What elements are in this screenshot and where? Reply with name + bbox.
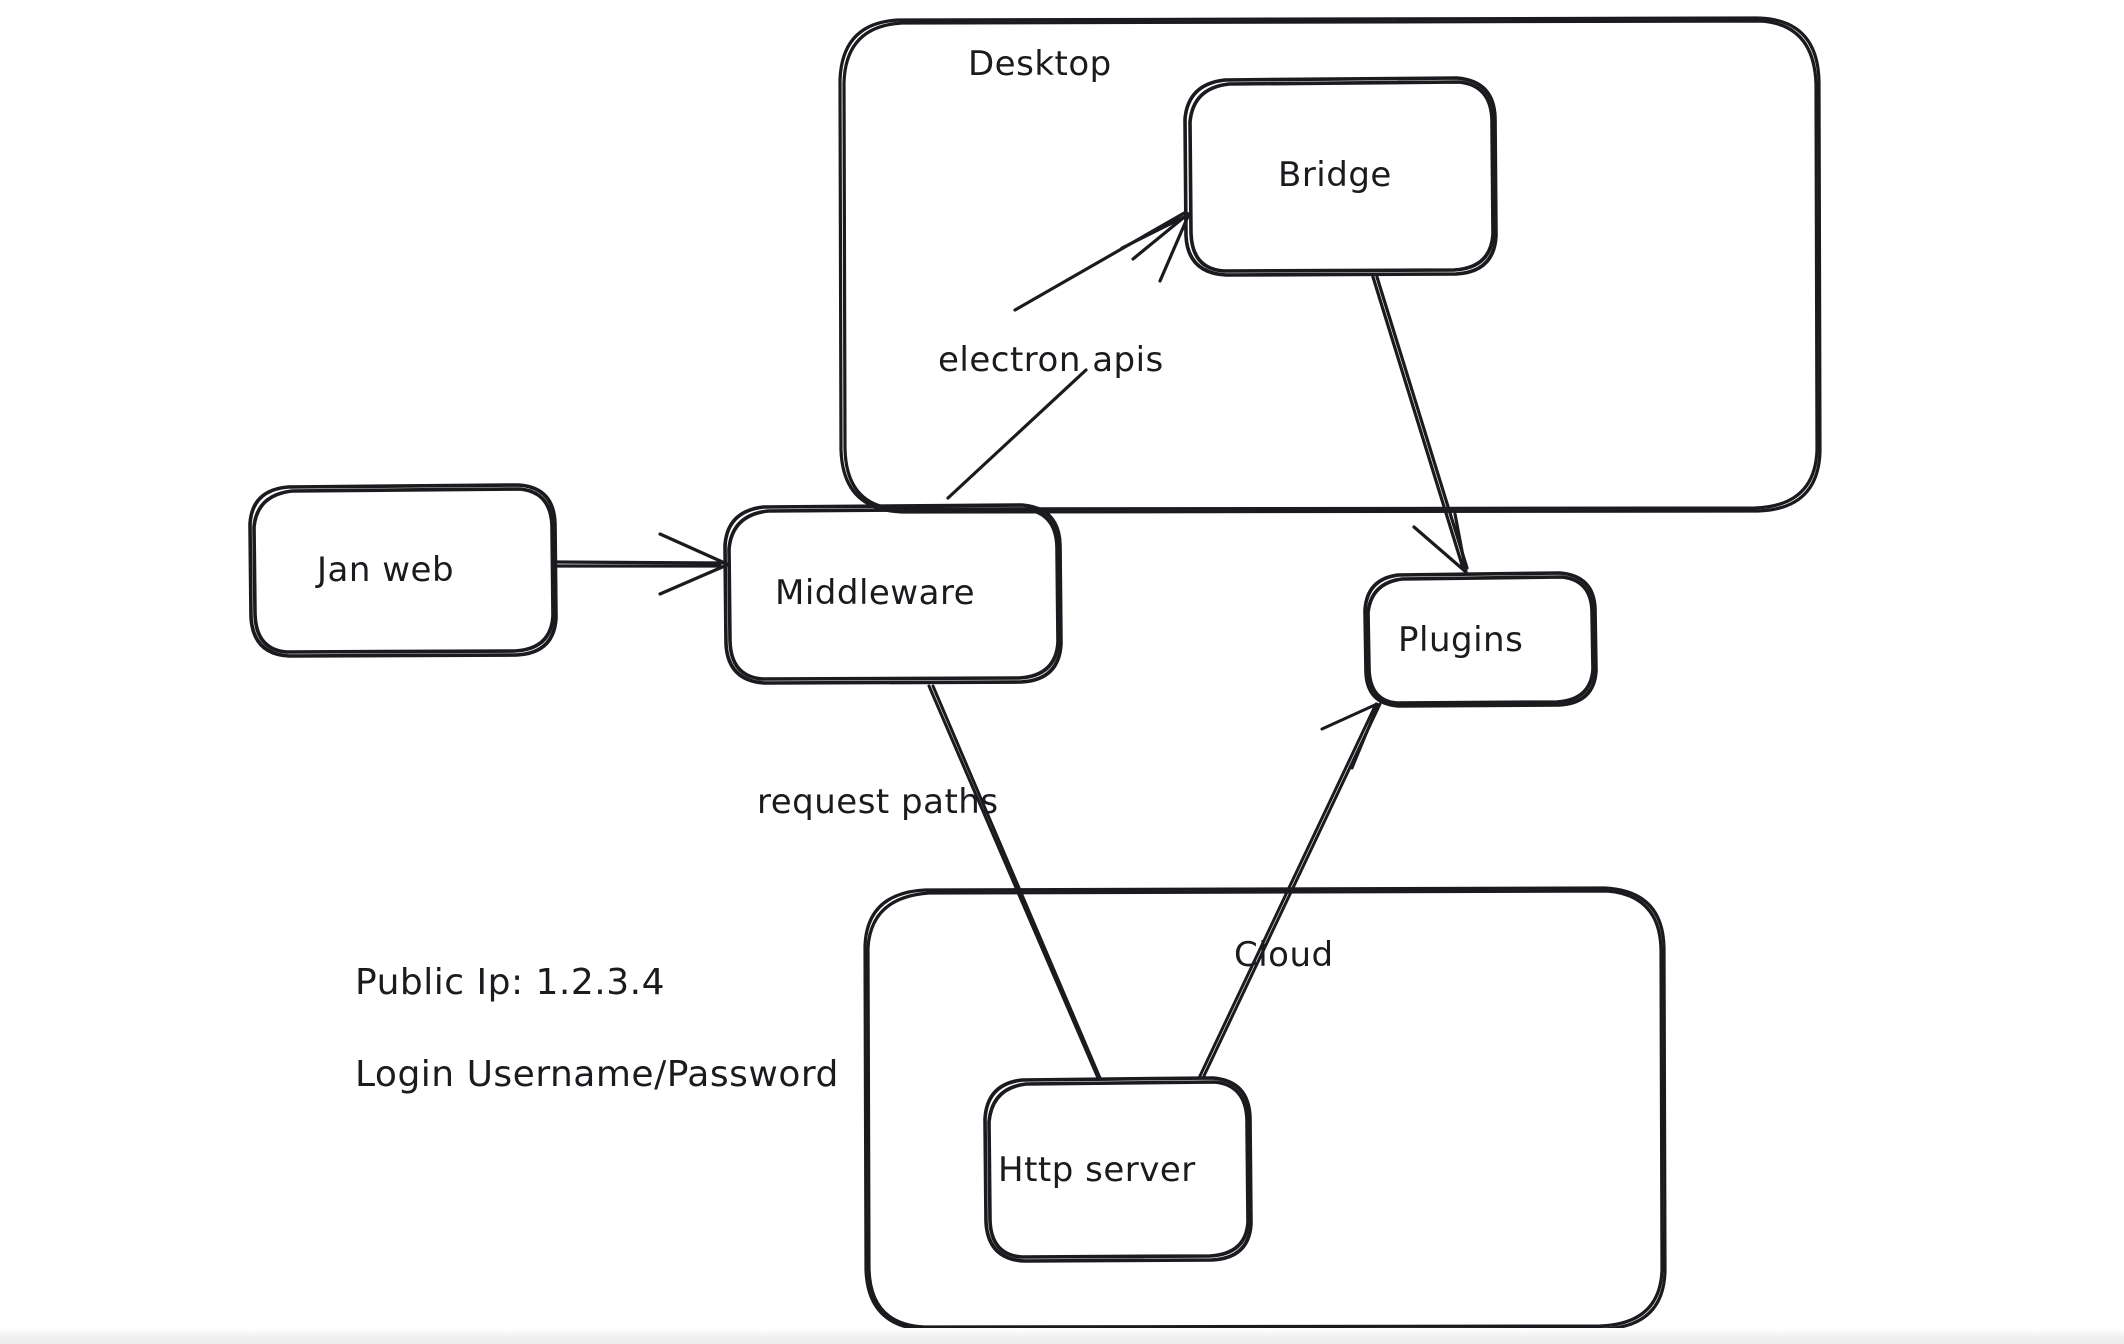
node-http-server-outline [983, 1076, 1253, 1263]
group-label-desktop: Desktop [968, 44, 1112, 84]
node-label-http-server[interactable]: Http server [998, 1150, 1196, 1190]
edge-middleware-to-http [927, 684, 1102, 1080]
node-jan-web-outline [248, 483, 558, 658]
connection-note: Public Ip: 1.2.3.4 Login Username/Passwo… [355, 960, 839, 1095]
edge-label-electron-apis: electron apis [938, 340, 1164, 380]
node-label-jan-web[interactable]: Jan web [317, 550, 455, 590]
edge-janweb-to-middleware [554, 532, 729, 596]
edge-bridge-to-plugins [1371, 275, 1469, 574]
edge-label-request-paths: request paths [757, 782, 999, 822]
note-line-login: Login Username/Password [355, 1054, 839, 1096]
node-label-plugins[interactable]: Plugins [1398, 620, 1524, 660]
edge-http-to-plugins [1197, 702, 1382, 1080]
node-plugins-outline [1363, 571, 1598, 708]
node-label-middleware[interactable]: Middleware [775, 573, 976, 613]
node-label-bridge[interactable]: Bridge [1278, 155, 1392, 195]
note-line-public-ip: Public Ip: 1.2.3.4 [355, 962, 665, 1003]
edge-middleware-to-bridge [946, 210, 1191, 500]
node-bridge-outline [1183, 76, 1498, 277]
group-label-cloud: Cloud [1234, 935, 1334, 975]
viewport-bottom-strip [0, 1328, 2124, 1344]
group-desktop-outline [838, 16, 1822, 514]
node-middleware-outline [723, 503, 1063, 685]
